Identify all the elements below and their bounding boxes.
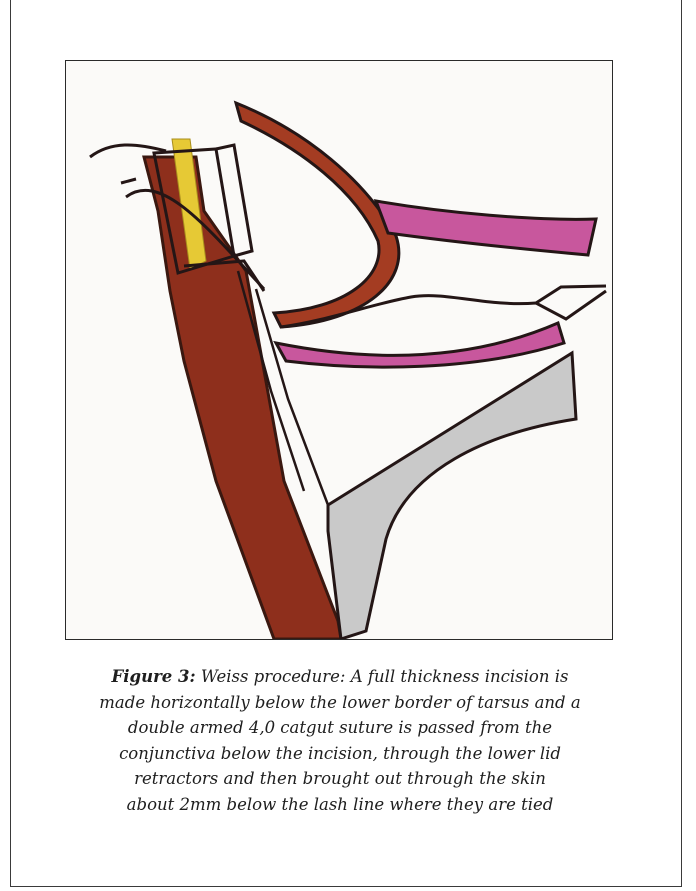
retractor-brown (236, 103, 399, 327)
caption-line-6: about 2mm below the lash line where they… (60, 792, 620, 818)
caption-line-3: double armed 4,0 catgut suture is passed… (60, 715, 620, 741)
figure-caption: Figure 3: Weiss procedure: A full thickn… (60, 664, 620, 817)
caption-line-2: made horizontally below the lower border… (60, 690, 620, 716)
caption-line-5: retractors and then brought out through … (60, 766, 620, 792)
caption-label: Figure 3: (112, 667, 196, 686)
pink-band-lower (276, 323, 564, 367)
pink-band-upper (376, 201, 596, 255)
grey-rim (328, 353, 576, 639)
lower-lid-column (144, 157, 341, 639)
caption-line-4: conjunctiva below the incision, through … (60, 741, 620, 767)
weiss-procedure-illustration (66, 61, 612, 639)
caption-line-1: Figure 3: Weiss procedure: A full thickn… (60, 664, 620, 690)
figure-image (65, 60, 613, 640)
